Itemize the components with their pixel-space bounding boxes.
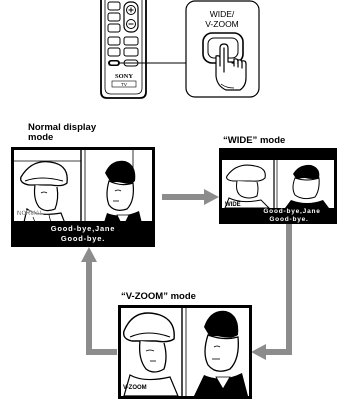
callout-label-line1: WIDE/: [210, 9, 235, 19]
vzoom-mode-title: “V-ZOOM” mode: [121, 291, 196, 302]
arrow-wide-to-vzoom-head: [251, 344, 266, 360]
wide-mode-screen: WIDE Good-bye,Jane Good-bye.: [219, 148, 337, 224]
vzoom-mode-screen: V-ZOOM: [118, 305, 252, 399]
normal-caption-line2: Good-bye.: [61, 234, 105, 243]
normal-mode-badge: NORMAL: [17, 211, 44, 217]
normal-mode-title-line2: mode: [28, 132, 54, 143]
normal-mode-title: Normal display mode: [28, 123, 138, 143]
arrow-vzoom-to-normal: [86, 260, 117, 355]
callout-label-line2: V-ZOOM: [205, 19, 239, 29]
wide-mode-title: “WIDE” mode: [223, 135, 286, 146]
remote-control-illustration: SONY TV WIDE/ V-ZOOM: [0, 0, 342, 110]
vzoom-mode-badge: V-ZOOM: [123, 385, 147, 391]
normal-mode-title-line1: Normal display: [28, 122, 97, 133]
wide-caption-line2: Good-bye.: [269, 216, 308, 223]
normal-caption-line1: Good-bye,Jane: [51, 224, 116, 233]
remote-sub-brand: TV: [121, 82, 127, 87]
wide-caption-line1: Good-bye,Jane: [263, 208, 320, 215]
arrow-vzoom-to-normal-head: [81, 247, 97, 262]
arrow-normal-to-wide-head: [204, 189, 219, 205]
wide-mode-badge: WIDE: [225, 202, 241, 208]
arrow-wide-to-vzoom: [264, 224, 292, 355]
normal-mode-screen: Good-bye,Jane Good-bye. NORMAL: [11, 147, 155, 247]
remote-brand: SONY: [115, 73, 133, 80]
